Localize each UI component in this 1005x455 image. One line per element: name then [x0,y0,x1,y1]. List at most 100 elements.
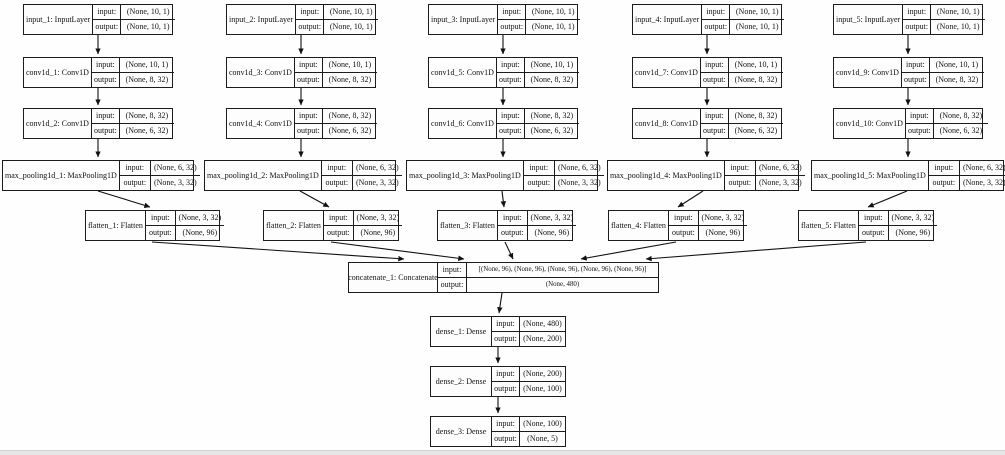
io-input-label: input: [497,211,527,226]
layer-name: input_3: InputLayer [429,5,499,34]
node-max_pooling1d_4: max_pooling1d_4: MaxPooling1D input:outp… [607,160,805,191]
io-output-label: output: [440,280,464,289]
io-output-label: output: [95,22,119,31]
io-input-label: input: [438,263,466,278]
node-max_pooling1d_1: max_pooling1d_1: MaxPooling1D input:outp… [2,160,200,191]
layer-name: flatten_5: Flatten [799,211,859,240]
io-input-label: input: [91,58,119,73]
io-input-label: input: [492,417,519,432]
output-shape: (None, 100) [523,384,562,393]
node-conv1d_9: conv1d_9: Conv1D input:output: (None, 10… [833,57,984,88]
output-shape: (None, 3, 32) [758,178,802,187]
io-output-label: output: [862,228,885,237]
io-output-label: output: [325,178,349,187]
output-shape: (None, 6, 32) [530,126,574,135]
input-shape: (None, 8, 32) [933,109,988,124]
output-shape: (None, 6, 32) [328,126,372,135]
node-conv1d_6: conv1d_6: Conv1D input:output: (None, 8,… [428,108,579,139]
layer-name: conv1d_1: Conv1D [24,58,92,87]
output-shape: (None, 6, 32) [939,126,983,135]
io-output-label: output: [499,126,522,135]
io-output-label: output: [501,228,524,237]
io-input-label: input: [903,5,931,20]
output-shape: (None, 96) [360,228,396,237]
node-conv1d_1: conv1d_1: Conv1D input: output: (None, 10… [23,57,174,88]
io-output-label: output: [500,22,524,31]
node-concatenate_1: concatenate_1: Concatenate input:output:… [348,262,659,293]
io-output-label: output: [494,334,517,343]
io-input-label: input: [496,109,524,124]
io-input-label: input: [901,58,929,73]
node-max_pooling1d_3: max_pooling1d_3: MaxPooling1D input:outp… [406,160,604,191]
layer-name: dense_3: Dense [431,417,492,446]
input-shape: (None, 480) [520,317,565,332]
layer-name: max_pooling1d_5: MaxPooling1D [812,161,929,190]
io-input-label: input: [858,211,888,226]
io-input-label: input: [702,5,730,20]
node-max_pooling1d_2: max_pooling1d_2: MaxPooling1D input:outp… [204,160,402,191]
input-shape: (None, 10, 1) [526,5,581,20]
input-shape: (None, 10, 1) [524,58,579,73]
input-shape: (None, 10, 1) [931,5,986,20]
layer-name: flatten_2: Flatten [264,211,324,240]
layer-name: flatten_1: Flatten [86,211,146,240]
io-input-label: input: [492,317,519,332]
node-input_4: input_4: InputLayer input:output: (None,… [632,4,785,35]
io-input-label: input: [91,109,119,124]
io-output-label: output: [298,22,322,31]
input-shape: (None, 10, 1) [121,5,176,20]
input-shape: (None, 6, 32) [755,161,805,176]
io-output-label: output: [905,22,929,31]
node-conv1d_8: conv1d_8: Conv1D input:output: (None, 8,… [632,108,783,139]
io-output-label: output: [908,126,931,135]
output-shape: (None, 3, 32) [962,178,1005,187]
layer-name: flatten_4: Flatten [609,211,669,240]
node-dense_1: dense_1: Dense input:output: (None, 480)… [430,316,566,347]
io-input-label: input: [323,211,353,226]
layer-name: conv1d_4: Conv1D [227,109,295,138]
output-shape: (None, 10, 1) [936,22,980,31]
input-shape: (None, 10, 1) [119,58,174,73]
bottom-divider [0,450,1005,455]
output-shape: (None, 96) [895,228,931,237]
input-shape: (None, 6, 32) [554,161,604,176]
node-flatten_3: flatten_3: Flatten input:output: (None, … [437,210,576,241]
io-output-label: output: [704,22,728,31]
output-shape: (None, 200) [523,334,562,343]
io-output-label: output: [728,178,752,187]
io-input-label: input: [700,109,728,124]
io-input-label: input: [496,58,524,73]
io-input-label: input: [928,161,959,176]
input-shape: (None, 10, 1) [324,5,379,20]
input-shape: (None, 10, 1) [730,5,785,20]
node-input_3: input_3: InputLayer input:output: (None,… [428,4,581,35]
layer-name: conv1d_3: Conv1D [227,58,295,87]
input-shape: (None, 3, 32) [698,211,747,226]
input-shape: (None, 8, 32) [322,109,377,124]
node-flatten_5: flatten_5: Flatten input: output: (None, … [798,210,937,241]
io-output-label: output: [94,126,117,135]
io-input-label: input: [905,109,933,124]
layer-name: max_pooling1d_3: MaxPooling1D [407,161,524,190]
layer-name: input_2: InputLayer [227,5,297,34]
layer-name: max_pooling1d_2: MaxPooling1D [205,161,322,190]
io-output-label: output: [932,178,956,187]
input-shape: (None, 6, 32) [959,161,1005,176]
input-shape: (None, 8, 32) [728,109,783,124]
output-shape: (None, 96) [534,228,570,237]
output-shape: (None, 8, 32) [125,75,169,84]
output-shape: (None, 8, 32) [935,75,979,84]
output-shape: (None, 3, 32) [153,178,197,187]
io-input-label: input: [119,161,150,176]
layer-name: dense_2: Dense [431,367,492,396]
output-shape: (None, 3, 32) [557,178,601,187]
output-shape: (None, 8, 32) [530,75,574,84]
input-shape: (None, 10, 1) [728,58,783,73]
io-output-label: output: [149,228,172,237]
layer-name: conv1d_2: Conv1D [24,109,92,138]
layer-name: max_pooling1d_1: MaxPooling1D [3,161,120,190]
output-shape: (None, 5) [527,434,558,443]
input-shape: (None, 10, 1) [929,58,984,73]
io-output-label: output: [94,75,117,84]
io-output-label: output: [499,75,522,84]
